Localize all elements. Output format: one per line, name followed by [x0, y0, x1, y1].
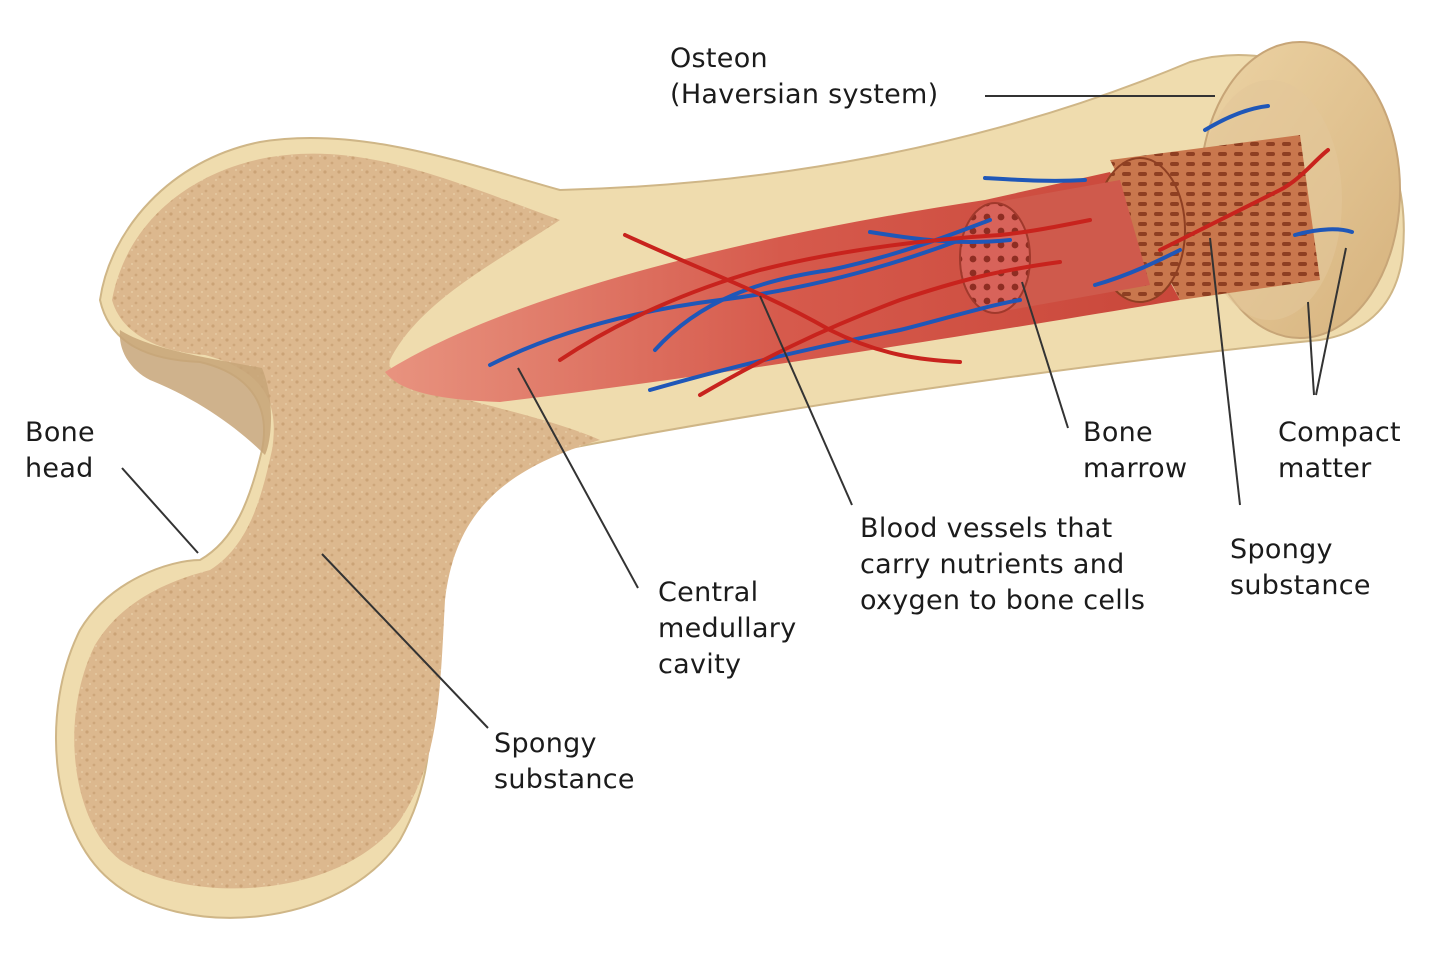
label-central-cavity-line-2: medullary [658, 613, 797, 644]
label-bone-marrow-line-1: Bone [1083, 417, 1153, 448]
label-spongy-right-line-2: substance [1230, 570, 1371, 601]
label-bone-marrow-line-2: marrow [1083, 453, 1188, 484]
leader-compact-matter-b [1315, 247, 1347, 396]
label-blood-vessels: Blood vessels that carry nutrients and o… [860, 511, 1145, 619]
label-bone-head-line-2: head [25, 453, 94, 484]
leader-central-cavity [517, 367, 639, 589]
label-central-medullary-cavity: Central medullary cavity [658, 575, 797, 683]
label-spongy-right-line-1: Spongy [1230, 534, 1333, 565]
label-spongy-bottom-line-1: Spongy [494, 728, 597, 759]
label-bone-marrow: Bone marrow [1083, 415, 1187, 487]
blood-vessels [488, 104, 1354, 397]
label-blood-vessels-line-2: carry nutrients and [860, 549, 1125, 580]
leader-spongy-bottom [321, 553, 489, 729]
bone-shape [55, 41, 1405, 919]
label-compact-matter: Compact matter [1278, 415, 1401, 487]
label-blood-vessels-line-3: oxygen to bone cells [860, 585, 1146, 616]
label-bone-head-line-1: Bone [25, 417, 95, 448]
leader-bone-head [121, 467, 199, 554]
label-central-cavity-line-3: cavity [658, 649, 742, 680]
leader-bone-marrow [1021, 281, 1069, 429]
label-osteon: Osteon (Haversian system) [670, 41, 938, 113]
label-compact-matter-line-1: Compact [1278, 417, 1401, 448]
leader-blood-vessels [759, 295, 853, 506]
label-osteon-line-1: Osteon [670, 43, 768, 74]
label-compact-matter-line-2: matter [1278, 453, 1372, 484]
label-spongy-bottom-line-2: substance [494, 764, 635, 795]
label-bone-head: Bone head [25, 415, 95, 487]
label-osteon-line-2: (Haversian system) [670, 79, 939, 110]
leader-compact-matter-a [1307, 301, 1315, 396]
label-spongy-substance-bottom: Spongy substance [494, 726, 635, 798]
label-spongy-substance-right: Spongy substance [1230, 532, 1371, 604]
label-blood-vessels-line-1: Blood vessels that [860, 513, 1113, 544]
leader-lines [121, 95, 1347, 729]
leader-spongy-right [1209, 237, 1241, 506]
label-central-cavity-line-1: Central [658, 577, 759, 608]
